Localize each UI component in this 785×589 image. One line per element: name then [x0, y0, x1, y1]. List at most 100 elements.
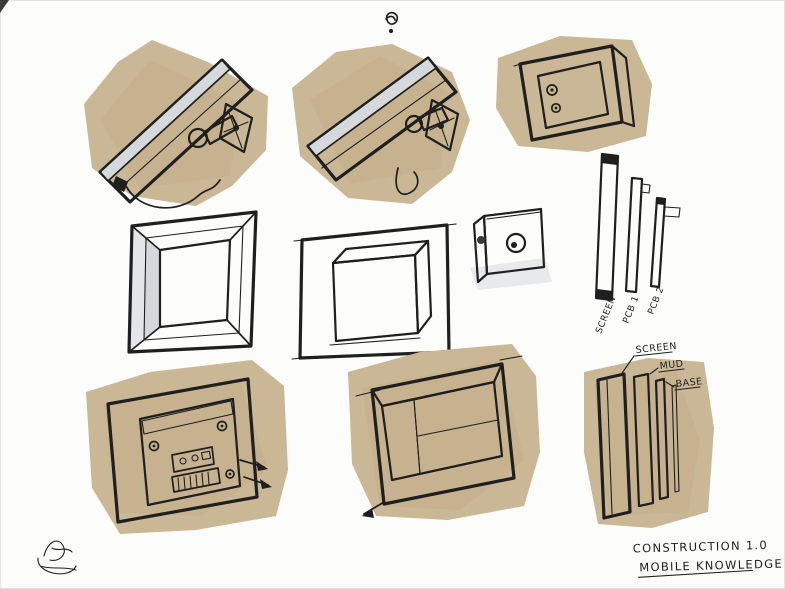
leader-mud	[649, 367, 659, 375]
shadow-line	[329, 337, 421, 346]
slab-mid	[632, 372, 655, 508]
arrow-1-head	[256, 461, 268, 471]
signature-arc	[37, 557, 77, 575]
caption-block: CONSTRUCTION 1.0 MOBILE KNOWLEDGE	[633, 538, 783, 578]
cube-front-face	[331, 253, 420, 343]
screw-1-dot	[152, 444, 156, 448]
cable-plug	[112, 176, 128, 192]
barcode-label	[171, 467, 221, 493]
sketch-open-enclosure	[348, 344, 540, 520]
barcode-lines	[177, 471, 210, 491]
drop-shadow	[470, 258, 552, 290]
sketch-monitor-arm-right	[292, 44, 470, 204]
scan-corner-artifact	[0, 0, 9, 13]
vent-hatch	[141, 400, 234, 435]
underline-mud	[658, 368, 685, 373]
overshoot-bl	[291, 356, 313, 360]
front-bezel	[518, 44, 624, 142]
pcb1-strip	[624, 176, 644, 294]
caption-underline	[638, 569, 753, 578]
pcb1-connector	[640, 183, 651, 194]
slab-screen-line	[606, 379, 613, 515]
cable	[125, 179, 221, 209]
wall-bracket	[424, 98, 460, 152]
slab-base	[654, 377, 670, 501]
panel-contour-line	[117, 79, 241, 191]
speaker-ring	[505, 232, 527, 254]
slab-screen	[596, 372, 632, 520]
side-port	[477, 236, 485, 244]
screw-3-dot	[228, 472, 232, 476]
sketch-frame-cube	[291, 223, 457, 360]
speaker-center	[511, 242, 517, 248]
leader-screen	[619, 355, 635, 377]
top-edge-line	[486, 211, 542, 220]
screen-edge-hatch	[99, 59, 231, 182]
corner-line-bl	[128, 326, 161, 353]
exploded-label-screen: SCREEN	[595, 295, 619, 335]
signature-flourish	[39, 565, 77, 571]
bracket-bolt	[438, 123, 444, 129]
screw-1	[148, 440, 160, 452]
stack-label-base: BASE	[675, 376, 703, 390]
underline-screen	[634, 351, 673, 357]
overshoot-2	[499, 355, 523, 361]
caption-title: CONSTRUCTION 1.0	[633, 538, 769, 556]
caption-subtitle: MOBILE KNOWLEDGE	[639, 557, 783, 575]
sketch-monitor-arm-left	[84, 40, 268, 209]
signature-scribble	[37, 540, 77, 575]
pcb2-connector	[663, 206, 681, 218]
marker-shadow-layer	[594, 372, 700, 516]
sketch-back-panel	[86, 360, 288, 534]
corner-line-tr	[229, 211, 257, 241]
exclamation-scribble-stroke	[385, 11, 399, 25]
arm-pivot	[404, 114, 424, 134]
sketch-speaker-box	[470, 207, 552, 290]
screen-edge-base	[100, 60, 230, 181]
frame-opening	[158, 238, 232, 329]
screw-2	[216, 420, 228, 432]
knob-upper-dot	[550, 88, 554, 92]
screen-edge-base	[308, 58, 436, 156]
overshoot-tl	[293, 238, 315, 242]
arrow-2-head	[260, 479, 272, 489]
corner-arrow-head	[362, 508, 374, 518]
corner-line-tl	[131, 225, 161, 251]
cable	[395, 167, 419, 196]
connector-port-1	[179, 457, 187, 465]
panel-inner	[138, 397, 242, 507]
signature-loop	[43, 540, 65, 561]
arm-pivot	[187, 127, 209, 149]
connector-port-2	[191, 454, 199, 462]
overshoot-tr	[437, 223, 457, 227]
underline-base	[674, 386, 701, 391]
pcb2-strip	[649, 196, 667, 289]
exploded-label-pcb1: PCB 1	[622, 295, 642, 326]
panel-outer	[106, 377, 259, 524]
panel-contour-line	[321, 79, 447, 169]
screen-face	[536, 60, 610, 130]
knob-lower-dot	[554, 106, 558, 110]
pcb2-cap-top	[656, 198, 665, 205]
screen-strip-cap-top	[601, 154, 618, 165]
screw-2-dot	[220, 424, 224, 428]
exploded-label-pcb2: PCB 2	[647, 286, 667, 317]
screen-edge-hatch	[307, 57, 437, 157]
bevel-shade-left	[129, 226, 146, 352]
sketch-layer-stack: SCREEN MUD BASE	[584, 341, 714, 528]
exclamation-mark-scribble	[385, 11, 399, 34]
cavity-back-panel	[413, 381, 503, 475]
bracket-bolt	[233, 125, 239, 131]
shelf-line	[417, 419, 499, 437]
cube-top-face	[331, 239, 430, 265]
connector-port-3	[200, 450, 212, 461]
sketch-exploded-layers: SCREEN PCB 1 PCB 2	[595, 152, 681, 335]
connector-block	[171, 446, 215, 473]
knob-lower	[550, 102, 562, 114]
sketch-monitor-front	[496, 36, 652, 152]
marker-shadow-layer	[362, 360, 524, 510]
wall-bracket	[218, 102, 254, 154]
screen-strip-cap-bottom	[596, 289, 613, 300]
bevel-shade-inner	[144, 238, 160, 340]
